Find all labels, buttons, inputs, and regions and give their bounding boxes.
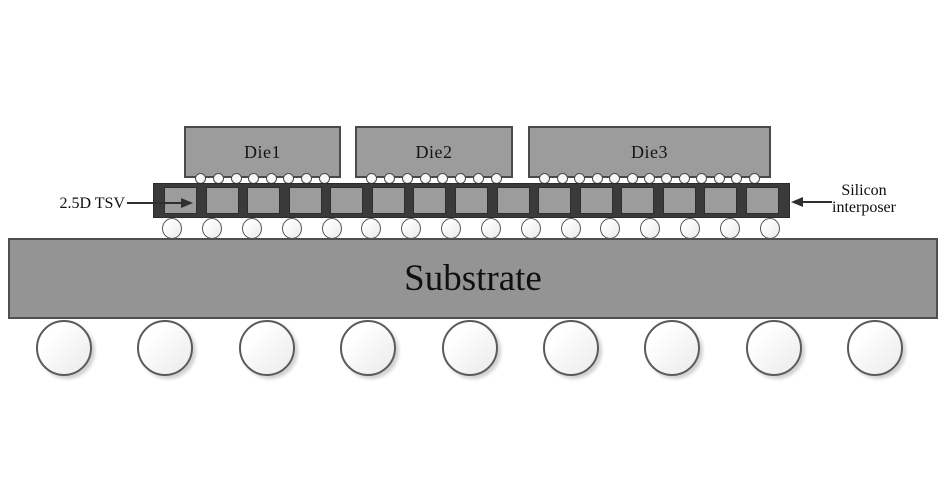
interposer-annotation-arrow-line (802, 201, 832, 203)
tsv-square (579, 187, 613, 214)
tsv-square (454, 187, 488, 214)
tsv-square (330, 187, 364, 214)
tsv-square (247, 187, 281, 214)
tsv-square (205, 187, 239, 214)
c4-bump (600, 218, 621, 239)
c4-bump (441, 218, 462, 239)
c4-bump (162, 218, 183, 239)
bga-ball (36, 320, 92, 376)
tsv-square (621, 187, 655, 214)
die-label: Die2 (415, 141, 453, 162)
c4-bump (560, 218, 581, 239)
c4-bump (520, 218, 541, 239)
die: Die2 (355, 126, 513, 178)
interposer-annotation-line2: interposer (832, 199, 896, 216)
die-label: Die1 (244, 141, 281, 162)
tsv-annotation-arrow-head (181, 198, 193, 208)
c4-bump (361, 218, 382, 239)
c4-bump (242, 218, 263, 239)
bga-ball (340, 320, 397, 376)
c4-bump (321, 218, 342, 239)
bga-ball (847, 320, 904, 376)
tsv-annotation-arrow-line (127, 202, 182, 204)
tsv-square (496, 187, 530, 214)
bga-ball (745, 320, 802, 376)
tsv-square (538, 187, 572, 214)
c4-bump (480, 218, 501, 239)
tsv-square (288, 187, 322, 214)
substrate: Substrate (8, 238, 938, 319)
tsv-square (745, 187, 779, 214)
c4-bump (202, 218, 223, 239)
die: Die1 (184, 126, 341, 178)
c4-bump (281, 218, 302, 239)
bga-ball (137, 320, 194, 376)
silicon-interposer (153, 183, 790, 218)
tsv-square (371, 187, 405, 214)
interposer-annotation-label: Silicon interposer (821, 182, 907, 216)
c4-bump (759, 218, 780, 239)
c4-bump (401, 218, 422, 239)
bga-ball (441, 320, 498, 376)
tsv-square (413, 187, 447, 214)
bga-ball (644, 320, 701, 376)
substrate-label: Substrate (404, 258, 542, 299)
bga-ball (238, 320, 295, 376)
c4-bump (679, 218, 700, 239)
tsv-annotation-label: 2.5D TSV (59, 195, 126, 212)
tsv-square (704, 187, 738, 214)
interposer-annotation-arrow-head (791, 197, 803, 207)
die: Die3 (528, 126, 771, 178)
bga-ball (543, 320, 599, 376)
die-label: Die3 (631, 141, 668, 162)
interposer-annotation-line1: Silicon (841, 182, 887, 199)
tsv-square (662, 187, 696, 214)
c4-bump (719, 218, 740, 239)
c4-bump (640, 218, 661, 239)
